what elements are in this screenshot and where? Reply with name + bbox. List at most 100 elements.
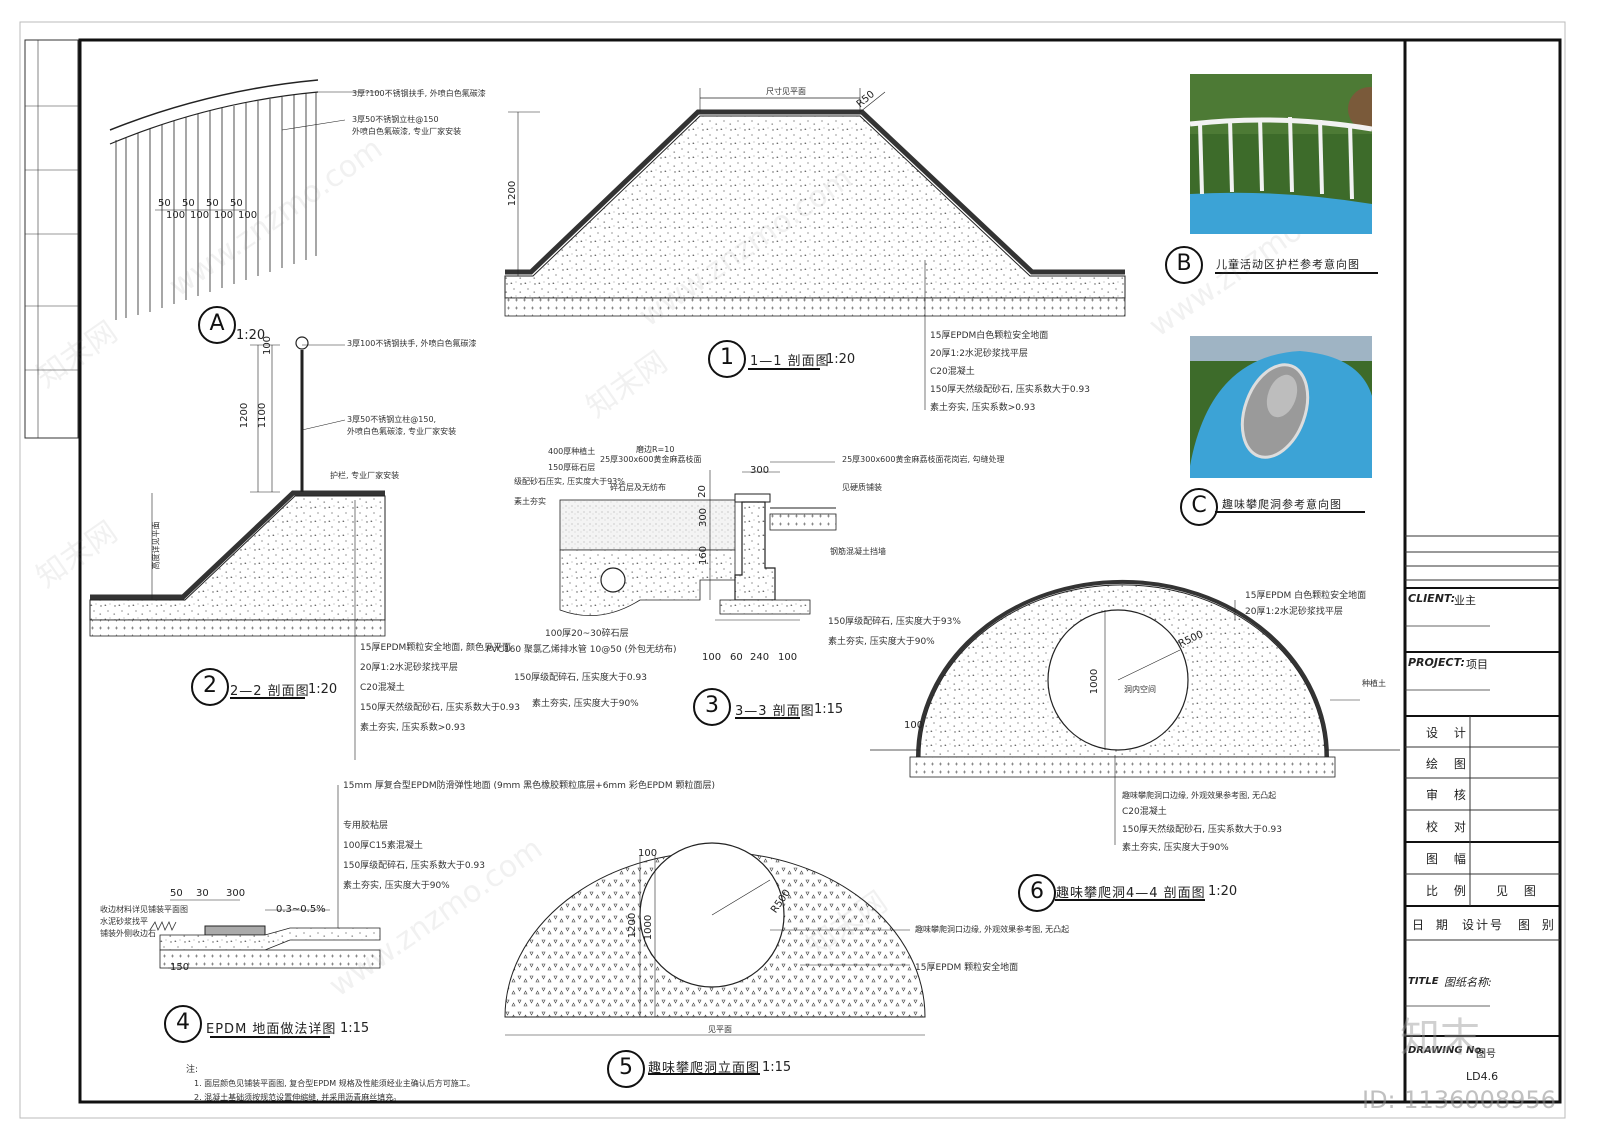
section-4-dim: 30 — [196, 888, 209, 899]
section-3-note: 磨边R=10 — [636, 445, 675, 454]
section-3-dim: 300 — [750, 465, 770, 476]
tb-drawing-type: 图 别 — [1518, 918, 1558, 932]
section-3-dim: 60 — [730, 652, 743, 663]
detail-a-dim: 100 — [190, 210, 210, 221]
section-6-dim: 100 — [904, 720, 924, 731]
section-3-3 — [559, 461, 837, 621]
section-1-layer: C20混凝土 — [930, 367, 975, 377]
section-4-notes: 1. 面层颜色见铺装平面图, 复合型EPDM 规格及性能须经业主确认后方可施工。 — [194, 1079, 475, 1088]
section-3-note: 级配砂石压实, 压实度大于93% — [514, 477, 625, 486]
section-4-layer: 素土夯实, 压实度大于90% — [343, 881, 450, 891]
detail-a-dim: 50 — [206, 198, 219, 209]
tb-title-label: TITLE — [1408, 976, 1439, 987]
section-5-marker: 5 — [607, 1050, 645, 1088]
client-label: CLIENT: — [1408, 592, 1456, 605]
section-3-note: 25厚300x600黄金麻荔枝面花岗岩, 勾缝处理 — [842, 455, 1005, 464]
tb-ratio-value: 见 图 — [1496, 884, 1542, 898]
section-3-dim: 300 — [698, 507, 710, 528]
section-6-dim: 1000 — [1089, 668, 1101, 695]
section-4-notes: 2. 混凝土基础须按规范设置伸缩缝, 并采用沥青麻丝填充。 — [194, 1093, 402, 1102]
section-4-slope: 0.3~0.5% — [276, 904, 326, 915]
section-3-note: 碎石层及无纺布 — [610, 483, 666, 492]
section-1-scale: 1:20 — [826, 352, 856, 367]
section-4-dim: 150 — [170, 962, 190, 973]
section-4-layer: 15mm 厚复合型EPDM防滑弹性地面 (9mm 黑色橡胶颗粒底层+6mm 彩色… — [343, 781, 715, 791]
section-1-height: 1200 — [507, 180, 519, 207]
detail-a-dim: 50 — [182, 198, 195, 209]
detail-a-dim: 100 — [238, 210, 258, 221]
section-3-note: 400厚种植土 — [548, 447, 596, 456]
section-1-marker: 1 — [708, 340, 746, 378]
tb-row-ratio: 比 例 — [1426, 884, 1472, 898]
tb-design-no: 设计号 — [1462, 918, 1505, 932]
section-1-layer: 20厚1:2水泥砂浆找平层 — [930, 349, 1028, 359]
section-5-dim: 1200 — [627, 912, 639, 939]
climbing-hole-reference-photo — [1190, 336, 1372, 478]
section-4-dim: 300 — [226, 888, 246, 899]
section-6-layer: 150厚天然级配砂石, 压实系数大于0.93 — [1122, 825, 1282, 835]
section-5-dim: 100 — [638, 848, 658, 859]
section-3-note: 150厚砾石层 — [548, 463, 596, 472]
section-5-scale: 1:15 — [762, 1060, 792, 1075]
section-4-note: 收边材料详见铺装平面图 — [100, 905, 188, 914]
section-3-note: 见硬质铺装 — [842, 483, 882, 492]
section-2-note: 3厚100不锈钢扶手, 外喷白色氟碳漆 — [347, 339, 477, 348]
section-1-1 — [504, 88, 1126, 410]
section-3-note: 素土夯实, 压实度大于90% — [532, 699, 639, 709]
detail-c-title: 趣味攀爬洞参考意向图 — [1222, 498, 1342, 511]
section-3-note: 素土夯实, 压实度大于90% — [828, 637, 935, 647]
detail-a-dim: 50 — [158, 198, 171, 209]
section-2-dim: 1100 — [257, 402, 269, 429]
detail-a-dim: 100 — [214, 210, 234, 221]
tb-row-review: 审 核 — [1426, 788, 1472, 802]
section-5-title: 趣味攀爬洞立面图 — [648, 1061, 761, 1076]
tb-drawing-no: LD4.6 — [1466, 1070, 1499, 1083]
section-6-layer: 15厚EPDM 白色颗粒安全地面 — [1245, 591, 1367, 601]
section-6-layer: 趣味攀爬洞口边缘, 外观效果参考图, 无凸起 — [1122, 791, 1277, 800]
section-1-layer: 15厚EPDM白色颗粒安全地面 — [930, 331, 1049, 341]
detail-a-note: 外喷白色氟碳漆, 专业厂家安装 — [352, 127, 462, 136]
section-5-note: 15厚EPDM 颗粒安全地面 — [915, 963, 1019, 973]
detail-c-marker: C — [1180, 488, 1218, 526]
detail-a-dim: 50 — [230, 198, 243, 209]
detail-b-title: 儿童活动区护栏参考意向图 — [1216, 258, 1360, 271]
section-3-note: PVC160 聚氯乙烯排水管 10@50 (外包无纺布) — [486, 645, 677, 655]
section-3-dim: 240 — [750, 652, 770, 663]
tb-row-check: 校 对 — [1426, 820, 1472, 834]
section-2-layer: 150厚天然级配砂石, 压实系数大于0.93 — [360, 703, 520, 713]
section-5-bottom-dim: 见平面 — [708, 1025, 732, 1034]
section-2-marker: 2 — [191, 668, 229, 706]
section-2-scale: 1:20 — [308, 682, 338, 697]
section-2-dim: 1200 — [239, 402, 251, 429]
section-6-layer: C20混凝土 — [1122, 807, 1167, 817]
section-2-note: 高度详见平面 — [151, 521, 161, 570]
section-4-note: 水泥砂浆找平 — [100, 917, 148, 926]
detail-a-note: 3厚50不锈钢立柱@150 — [352, 115, 439, 124]
section-2-title: 2—2 剖面图 — [230, 684, 310, 699]
tb-row-draw: 绘 图 — [1426, 757, 1472, 771]
section-3-note: 钢筋混凝土挡墙 — [830, 547, 886, 556]
project-value: 项目 — [1466, 658, 1488, 671]
image-id: ID: 1136008956 — [1362, 1086, 1556, 1114]
section-6-scale: 1:20 — [1208, 884, 1238, 899]
detail-a-dim: 100 — [166, 210, 186, 221]
section-6-right-label: 种植土 — [1362, 679, 1386, 688]
section-4-epdm — [149, 785, 381, 969]
section-1-layer: 素土夯实, 压实系数>0.93 — [930, 403, 1036, 413]
section-6-inner-label: 洞内空间 — [1124, 685, 1156, 694]
section-2-dim: 100 — [262, 335, 274, 356]
section-3-marker: 3 — [693, 688, 731, 726]
railing-reference-photo — [1190, 74, 1372, 234]
tb-date: 日 期 — [1412, 918, 1452, 932]
client-value: 业主 — [1454, 594, 1476, 607]
section-2-layer: 20厚1:2水泥砂浆找平层 — [360, 663, 458, 673]
tb-drawing-no-label: DRAWING No. — [1408, 1045, 1486, 1056]
section-6-layer: 素土夯实, 压实度大于90% — [1122, 843, 1229, 853]
section-2-note: 护栏, 专业厂家安装 — [330, 471, 400, 480]
section-3-note: 素土夯实 — [514, 497, 546, 506]
section-3-dim: 20 — [696, 485, 708, 498]
tb-title-value: 图纸名称: — [1444, 976, 1492, 989]
section-3-scale: 1:15 — [814, 702, 844, 717]
